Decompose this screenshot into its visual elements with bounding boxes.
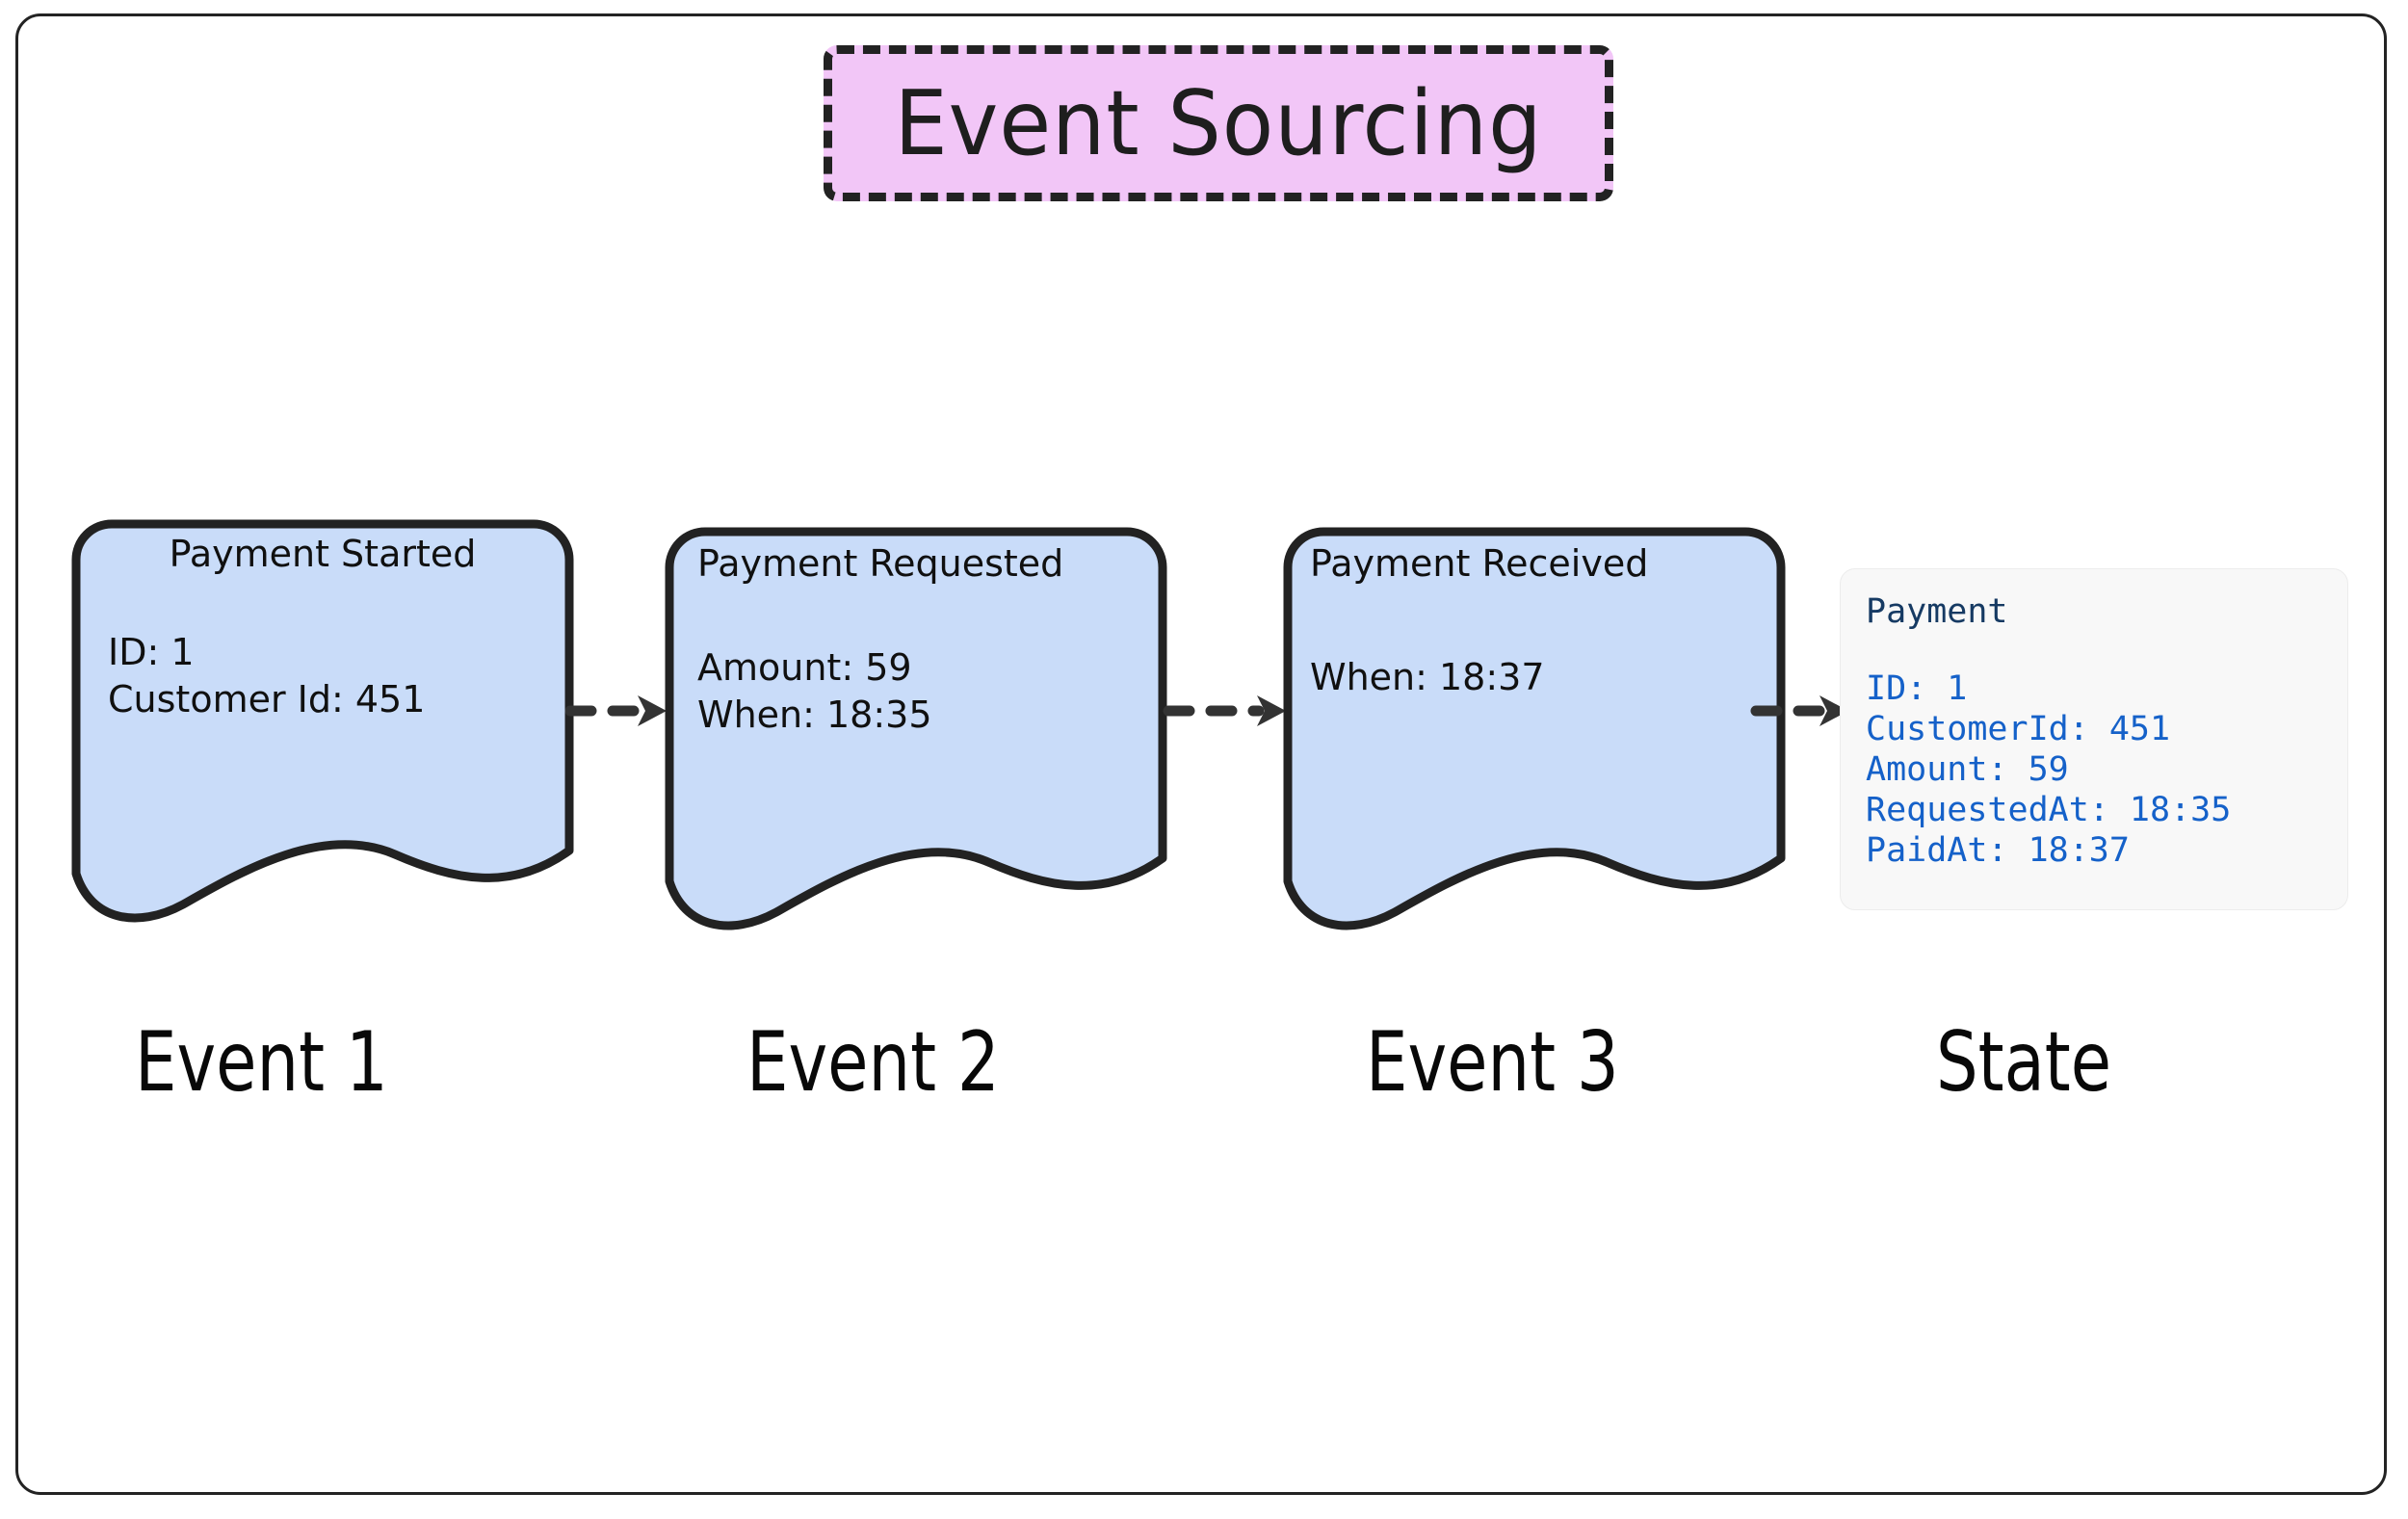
event-card-2-line-1: Amount: 59 <box>697 646 912 689</box>
state-line-requestedat: RequestedAt: 18:35 <box>1866 791 2232 830</box>
document-shape-icon <box>1283 527 1786 930</box>
event-card-2-content: Payment Requested Amount: 59 When: 18:35 <box>661 523 1171 952</box>
state-panel-lines: ID: 1 CustomerId: 451 Amount: 59 Request… <box>1866 668 2347 871</box>
event-card-1-line-1: ID: 1 <box>108 631 195 673</box>
arrow-event1-to-event2 <box>564 692 667 730</box>
event-card-3-body: When: 18:37 <box>1310 654 1770 701</box>
event-card-3-line-1: When: 18:37 <box>1310 656 1545 698</box>
state-line-amount: Amount: 59 <box>1866 750 2069 790</box>
caption-state: State <box>1936 1014 2112 1111</box>
event-card-1-content: Payment Started ID: 1 Customer Id: 451 <box>67 515 578 944</box>
caption-event-2: Event 2 <box>746 1014 1000 1111</box>
event-card-3-content: Payment Received When: 18:37 <box>1279 523 1790 952</box>
arrow-event3-to-state <box>1750 692 1848 730</box>
event-card-2-title: Payment Requested <box>697 542 1064 585</box>
document-shape-icon <box>665 527 1167 930</box>
event-card-2[interactable]: Payment Requested Amount: 59 When: 18:35 <box>661 523 1171 952</box>
event-card-1-body: ID: 1 Customer Id: 451 <box>108 629 559 722</box>
caption-event-1: Event 1 <box>135 1014 388 1111</box>
state-line-paidat: PaidAt: 18:37 <box>1866 831 2130 871</box>
arrow-event2-to-event3 <box>1163 692 1286 730</box>
event-card-3[interactable]: Payment Received When: 18:37 <box>1279 523 1790 952</box>
event-card-2-body: Amount: 59 When: 18:35 <box>697 644 1152 738</box>
event-card-1-line-2: Customer Id: 451 <box>108 677 426 720</box>
event-card-3-title: Payment Received <box>1310 542 1649 585</box>
event-card-1-title: Payment Started <box>169 533 477 575</box>
diagram-title-banner: Event Sourcing <box>824 45 1613 201</box>
page-title: Event Sourcing <box>894 70 1543 175</box>
document-shape-icon <box>71 519 574 923</box>
event-card-1[interactable]: Payment Started ID: 1 Customer Id: 451 <box>67 515 578 944</box>
event-card-2-line-2: When: 18:35 <box>697 693 932 736</box>
state-panel[interactable]: Payment ID: 1 CustomerId: 451 Amount: 59… <box>1840 568 2348 910</box>
state-line-customerid: CustomerId: 451 <box>1866 710 2171 749</box>
state-panel-title: Payment <box>1866 592 2008 631</box>
caption-event-3: Event 3 <box>1366 1014 1619 1111</box>
state-line-id: ID: 1 <box>1866 669 1968 709</box>
